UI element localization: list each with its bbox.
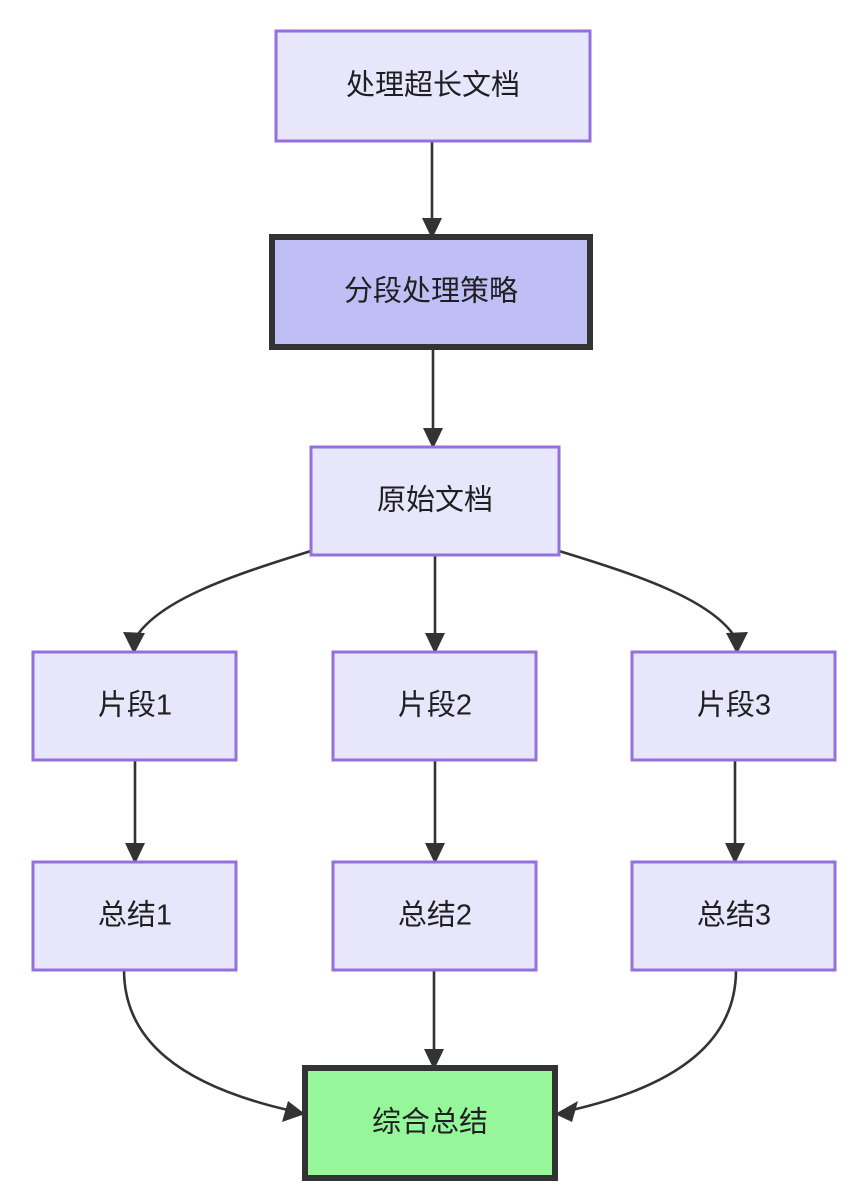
edge-sum3-to-final <box>555 969 738 1122</box>
node-summary-2-label: 总结2 <box>398 899 472 932</box>
edge-src-to-frag3 <box>558 549 748 654</box>
node-summary-1[interactable]: 总结1 <box>31 860 238 972</box>
node-summary-2[interactable]: 总结2 <box>331 860 538 972</box>
node-summary-3[interactable]: 总结3 <box>630 860 837 972</box>
node-summary-2-box[interactable] <box>331 860 538 972</box>
node-fragment-1[interactable]: 片段1 <box>31 650 238 762</box>
node-process-long-document-box[interactable] <box>274 29 592 143</box>
node-final-summary-label: 综合总结 <box>372 1106 488 1139</box>
edge-frag1-to-sum1 <box>125 760 145 864</box>
node-fragment-2-box[interactable] <box>331 650 538 762</box>
node-fragment-3-box[interactable] <box>630 650 837 762</box>
edge-sum1-to-final <box>122 969 305 1122</box>
edge-src-to-frag1 <box>123 549 312 654</box>
node-process-long-document-label: 处理超长文档 <box>346 69 520 102</box>
node-layer: 处理超长文档 分段处理策略 原始文档 片段1 片段2 <box>31 29 837 1181</box>
node-final-summary[interactable]: 综合总结 <box>302 1065 558 1181</box>
node-summary-1-label: 总结1 <box>98 899 172 932</box>
node-fragment-3-label: 片段3 <box>697 689 771 722</box>
node-fragment-1-label: 片段1 <box>98 689 172 722</box>
edge-src-to-frag2 <box>425 555 445 654</box>
node-chunking-strategy-label: 分段处理策略 <box>344 275 518 308</box>
edge-doc-to-strat <box>422 141 442 239</box>
node-fragment-3[interactable]: 片段3 <box>630 650 837 762</box>
node-final-summary-box[interactable] <box>302 1065 558 1181</box>
edge-frag2-to-sum2 <box>425 760 445 864</box>
node-summary-3-box[interactable] <box>630 860 837 972</box>
node-process-long-document[interactable]: 处理超长文档 <box>274 29 592 143</box>
node-fragment-2[interactable]: 片段2 <box>331 650 538 762</box>
edge-layer <box>122 141 748 1122</box>
node-summary-1-box[interactable] <box>31 860 238 972</box>
node-fragment-1-box[interactable] <box>31 650 238 762</box>
node-fragment-2-label: 片段2 <box>398 689 472 722</box>
node-summary-3-label: 总结3 <box>697 899 771 932</box>
node-chunking-strategy-box[interactable] <box>269 234 593 350</box>
node-source-document[interactable]: 原始文档 <box>309 445 561 557</box>
node-source-document-box[interactable] <box>309 445 561 557</box>
edge-sum2-to-final <box>424 970 444 1070</box>
edge-frag3-to-sum3 <box>725 760 745 864</box>
edge-strat-to-src <box>423 347 443 449</box>
node-chunking-strategy[interactable]: 分段处理策略 <box>269 234 593 350</box>
node-source-document-label: 原始文档 <box>377 484 493 517</box>
